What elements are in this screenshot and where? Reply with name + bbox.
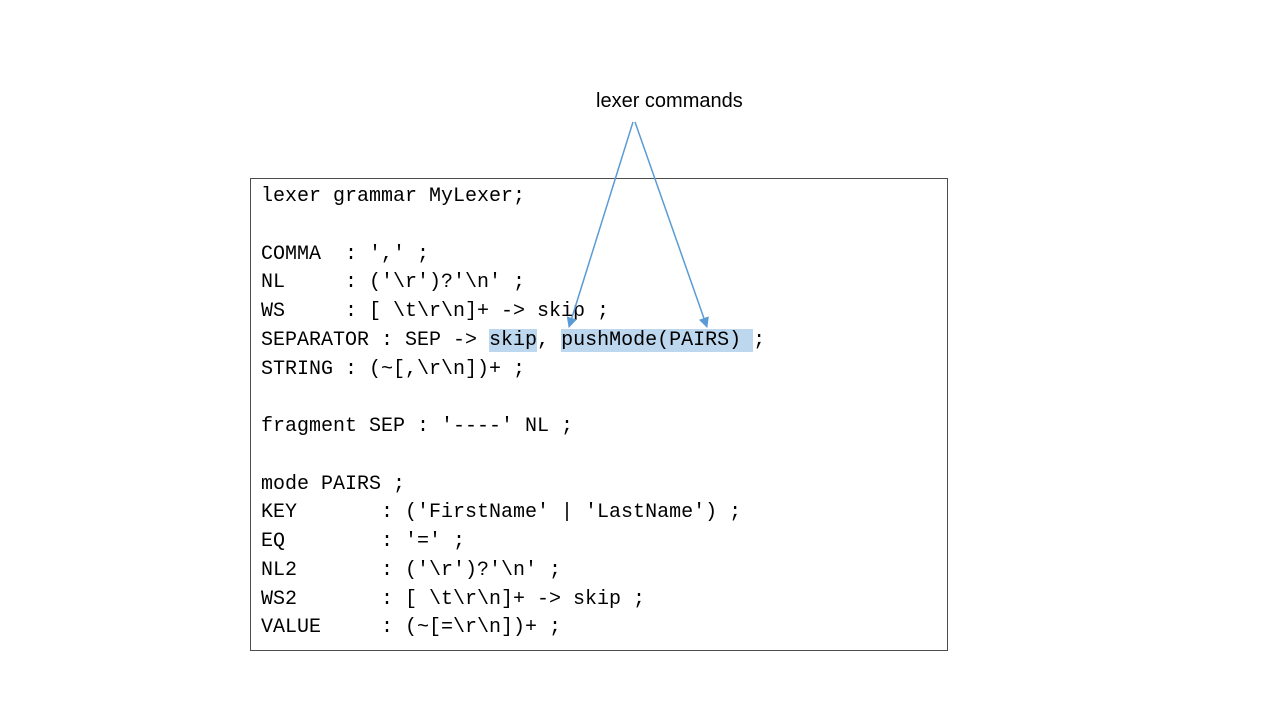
code-text: NL : ('\r')?'\n' ; <box>261 271 526 295</box>
code-line: WS : [ \t\r\n]+ -> skip ; <box>261 298 765 327</box>
code-line: WS2 : [ \t\r\n]+ -> skip ; <box>261 586 765 615</box>
code-line: KEY : ('FirstName' | 'LastName') ; <box>261 499 765 528</box>
code-text: VALUE : (~[=\r\n])+ ; <box>261 616 562 640</box>
code-box: lexer grammar MyLexer; COMMA : ',' ; NL : … <box>250 178 948 651</box>
code-line: STRING : (~[,\r\n])+ ; <box>261 356 765 385</box>
code-line <box>261 384 765 413</box>
code-line: lexer grammar MyLexer; <box>261 183 765 212</box>
code-text: mode PAIRS ; <box>261 472 406 496</box>
code-line: VALUE : (~[=\r\n])+ ; <box>261 614 765 643</box>
code-text: KEY : ('FirstName' | 'LastName') ; <box>261 501 742 525</box>
code-line: fragment SEP : '----' NL ; <box>261 413 765 442</box>
code-text: STRING : (~[,\r\n])+ ; <box>261 357 526 381</box>
code-line: NL2 : ('\r')?'\n' ; <box>261 557 765 586</box>
code-line: COMMA : ',' ; <box>261 241 765 270</box>
code-text: WS : [ \t\r\n]+ -> skip ; <box>261 300 610 323</box>
code-text: WS2 : [ \t\r\n]+ -> skip ; <box>261 587 646 611</box>
highlight-skip: skip <box>489 328 538 352</box>
code-line: NL : ('\r')?'\n' ; <box>261 269 765 298</box>
code-text: NL2 : ('\r')?'\n' ; <box>261 558 562 582</box>
code-text: fragment SEP : '----' NL ; <box>261 415 574 438</box>
highlight-pushmode: pushMode(PAIRS) <box>561 328 754 352</box>
code-line: SEPARATOR : SEP -> skip, pushMode(PAIRS)… <box>261 327 765 356</box>
code-lines: lexer grammar MyLexer; COMMA : ',' ; NL : … <box>261 183 765 643</box>
code-text: COMMA : ',' ; <box>261 242 430 266</box>
code-text: SEPARATOR : SEP -> <box>261 328 490 352</box>
callout-label-lexer-commands: lexer commands <box>596 90 743 112</box>
code-text: , <box>537 328 562 352</box>
code-line <box>261 442 765 471</box>
code-line <box>261 212 765 241</box>
code-line: EQ : '=' ; <box>261 528 765 557</box>
code-text: ; <box>753 328 766 352</box>
code-text: EQ : '=' ; <box>261 530 466 553</box>
code-text: lexer grammar MyLexer; <box>261 185 526 208</box>
code-line: mode PAIRS ; <box>261 471 765 500</box>
